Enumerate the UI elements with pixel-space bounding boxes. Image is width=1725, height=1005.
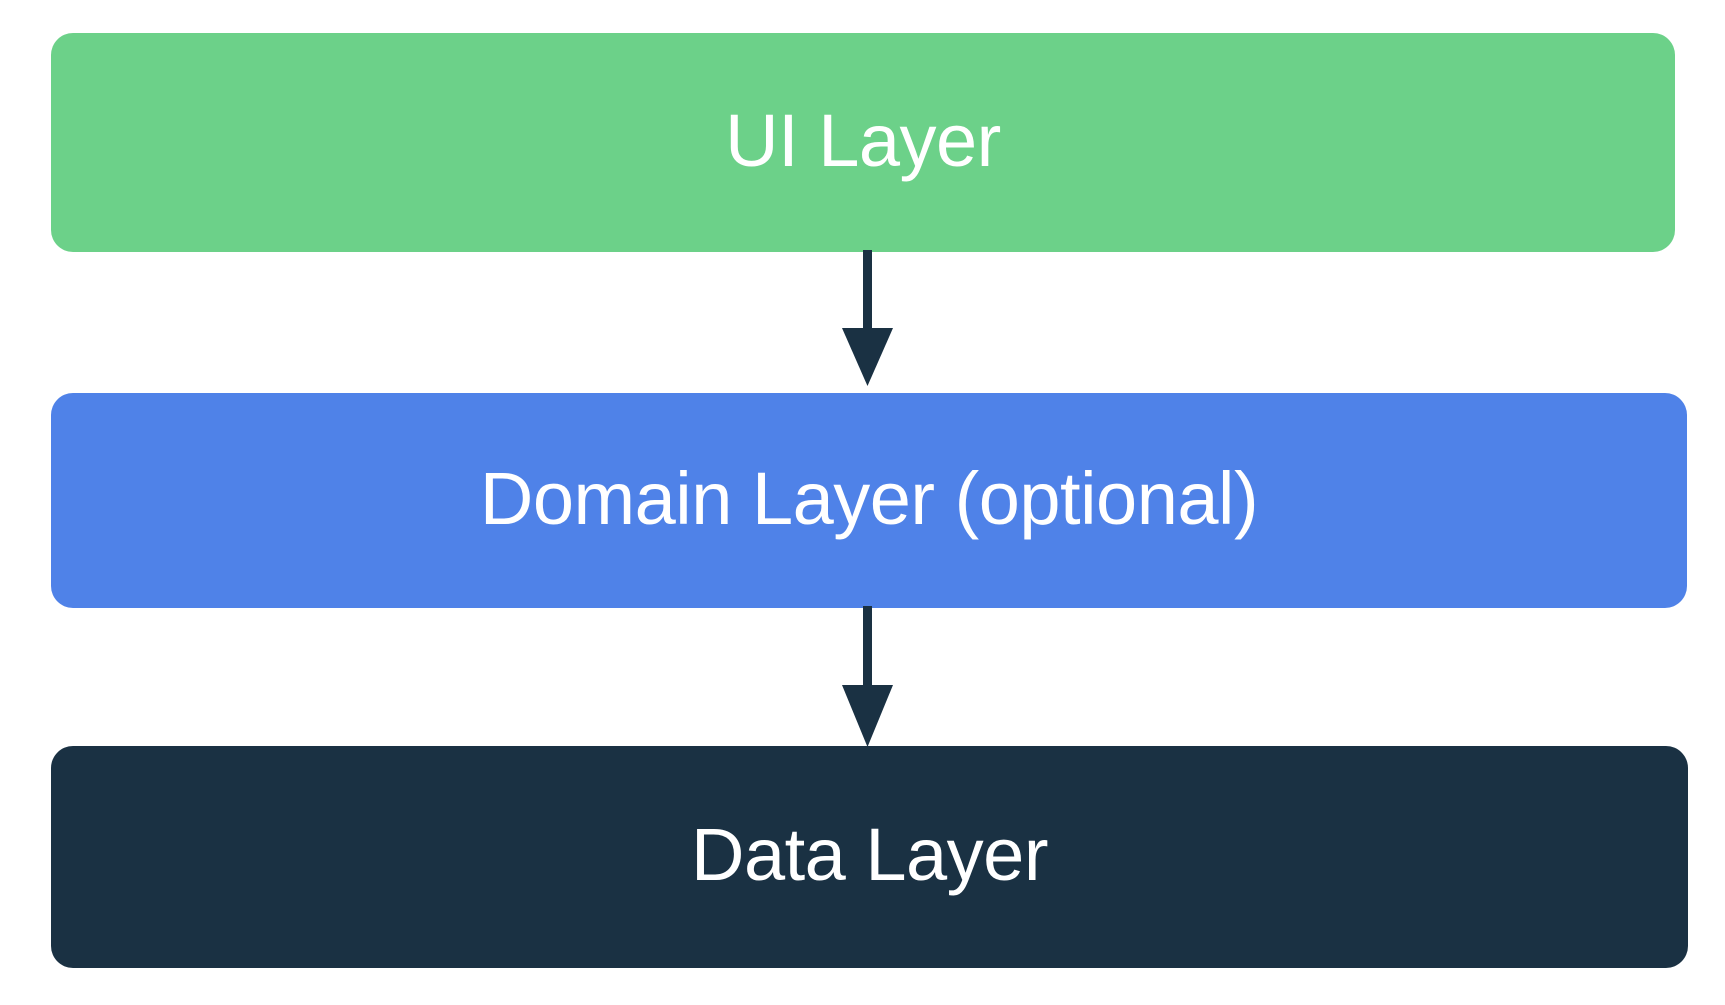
layer-box-ui[interactable]: UI Layer [51, 33, 1675, 252]
layer-label-data: Data Layer [691, 813, 1048, 896]
layer-box-data[interactable]: Data Layer [51, 746, 1688, 968]
layer-box-domain[interactable]: Domain Layer (optional) [51, 393, 1687, 608]
arrow-ui-to-domain [842, 250, 893, 386]
layer-label-ui: UI Layer [725, 98, 1001, 182]
arrow-domain-to-data [842, 606, 893, 747]
layer-label-domain: Domain Layer (optional) [479, 456, 1259, 540]
